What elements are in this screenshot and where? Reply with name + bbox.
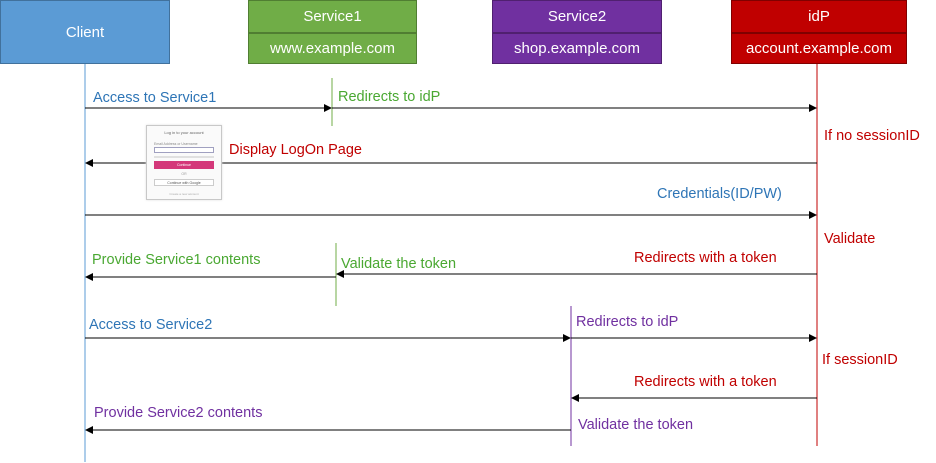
client-header: Client [0,0,170,64]
logon-divider: OR [181,172,187,176]
msg-redirect-idp-1: Redirects to idP [338,89,441,105]
msg-access-service1: Access to Service1 [93,90,217,106]
msg-if-session: If sessionID [822,352,898,368]
msg-validate-token-2: Validate the token [578,417,694,433]
logon-hint-line [154,156,214,158]
msg-if-no-session: If no sessionID [824,128,920,144]
service1-domain: www.example.com [248,33,417,64]
msg-redirect-idp-2: Redirects to idP [576,314,679,330]
logon-continue-button: Continue [154,161,214,169]
logon-email-input [154,147,214,153]
service2-header: Service2 [492,0,662,33]
logon-footer: Create a new account [169,192,199,196]
idp-domain: account.example.com [731,33,907,64]
msg-validate: Validate [824,231,876,247]
msg-provide-service2: Provide Service2 contents [94,405,263,421]
msg-display-logon: Display LogOn Page [229,142,362,158]
logon-title: Log in to your account [164,130,204,135]
msg-credentials: Credentials(ID/PW) [657,186,782,202]
service1-header: Service1 [248,0,417,33]
logon-google-button: Continue with Google [154,179,214,186]
msg-redirect-token-1: Redirects with a token [634,250,777,266]
logon-field-label: Email Address or Username [154,142,198,146]
logon-page-thumbnail: Log in to your account Email Address or … [146,125,222,200]
msg-validate-token-1: Validate the token [341,256,457,272]
msg-redirect-token-2: Redirects with a token [634,374,777,390]
idp-header: idP [731,0,907,33]
msg-provide-service1: Provide Service1 contents [92,252,261,268]
service2-domain: shop.example.com [492,33,662,64]
msg-access-service2: Access to Service2 [89,317,213,333]
